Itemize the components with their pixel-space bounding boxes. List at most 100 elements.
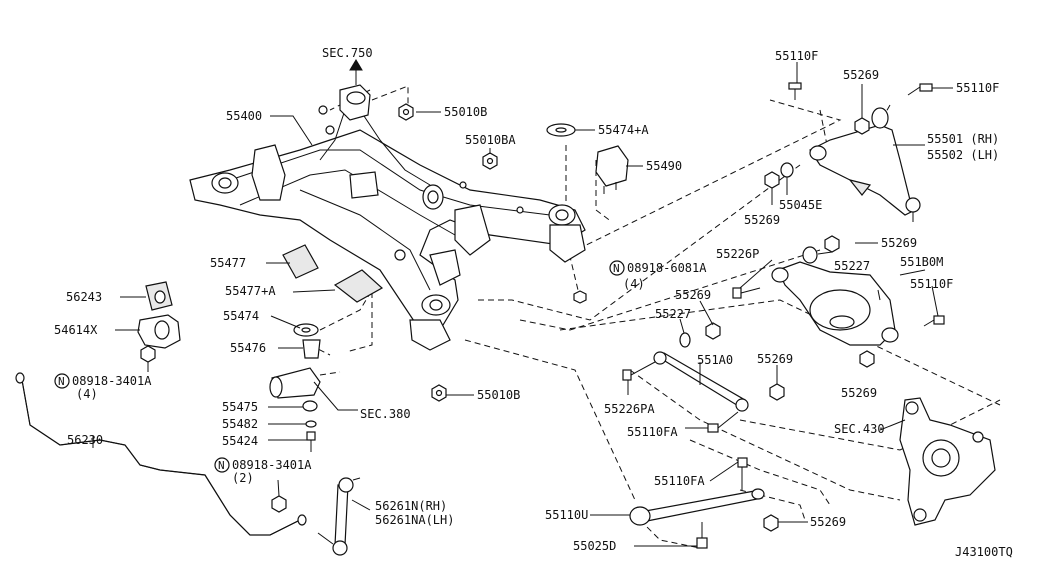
label-55110f-top2: 55110F — [956, 81, 999, 95]
label-551b0m: 551B0M — [900, 255, 943, 269]
label-55110u: 55110U — [545, 508, 588, 522]
label-55269-g: 55269 — [810, 515, 846, 529]
label-55482: 55482 — [222, 417, 258, 431]
lower-arm-551b0m — [771, 246, 899, 346]
label-55110f-right: 55110F — [910, 277, 953, 291]
label-55010b-top: 55010B — [444, 105, 487, 119]
stabilizer-link-56261n — [317, 477, 361, 556]
bushing-56243 — [145, 281, 173, 311]
bolt-55226p — [732, 287, 761, 299]
nut-08918-3401a-left — [140, 345, 156, 363]
label-55269-e: 55269 — [841, 386, 877, 400]
label-55269-c: 55269 — [881, 236, 917, 250]
label-55490: 55490 — [646, 159, 682, 173]
label-56230: 56230 — [67, 433, 103, 447]
label-08918-3401a-left: 08918-3401A — [72, 374, 152, 388]
label-55227-a: 55227 — [834, 259, 870, 273]
label-55010ba: 55010BA — [465, 133, 516, 147]
nut-55010ba — [482, 152, 498, 170]
washer-55482 — [305, 420, 317, 428]
label-55474a: 55474+A — [598, 123, 649, 137]
label-56261na: 56261NA(LH) — [375, 513, 454, 527]
label-55227-b: 55227 — [655, 307, 691, 321]
label-08918-3401a-mid: 08918-3401A — [232, 458, 312, 472]
label-55269-top: 55269 — [843, 68, 879, 82]
nut-08918-6081a — [573, 290, 587, 304]
label-55501: 55501 (RH) — [927, 132, 999, 146]
link-55110u — [629, 488, 765, 526]
label-56261n: 56261N(RH) — [375, 499, 447, 513]
bolt-55424 — [306, 431, 316, 452]
label-55025d: 55025D — [573, 539, 616, 553]
label-55045e: 55045E — [779, 198, 822, 212]
link-551a0 — [653, 351, 749, 412]
bolt-marker-letter: N — [218, 459, 225, 472]
washer-55227-b — [679, 332, 691, 348]
label-55424: 55424 — [222, 434, 258, 448]
label-54614x: 54614X — [54, 323, 98, 337]
bolt-55226pa — [622, 361, 656, 381]
label-55269-f: 55269 — [757, 352, 793, 366]
bolt-55025d — [696, 522, 708, 549]
nut-55269-e — [859, 350, 875, 368]
diagram-id: J43100TQ — [955, 545, 1013, 559]
label-55477a: 55477+A — [225, 284, 276, 298]
label-55502: 55502 (LH) — [927, 148, 999, 162]
bolt-marker-08918-3401a-mid: N — [214, 457, 230, 473]
label-55110fa-a: 55110FA — [627, 425, 678, 439]
label-55226pa: 55226PA — [604, 402, 655, 416]
label-sec750: SEC.750 — [322, 46, 373, 60]
washer-55475 — [302, 400, 318, 412]
nut-55269-c — [824, 235, 840, 253]
bolt-marker-08918-6081a: N — [609, 260, 625, 276]
bushing-55490 — [595, 145, 629, 194]
clamp-54614x — [137, 314, 181, 349]
label-55110f-top1: 55110F — [775, 49, 818, 63]
label-08918-6081a-qty: (4) — [623, 277, 645, 291]
nut-08918-3401a-mid — [271, 495, 287, 513]
bushing-55476 — [302, 339, 321, 359]
label-55477: 55477 — [210, 256, 246, 270]
washer-55474 — [293, 323, 319, 337]
label-sec380: SEC.380 — [360, 407, 411, 421]
label-55269-b: 55269 — [744, 213, 780, 227]
label-55226p: 55226P — [716, 247, 759, 261]
label-55269-d: 55269 — [675, 288, 711, 302]
nut-55269-f — [769, 383, 785, 401]
nut-55010b-top — [398, 103, 414, 121]
washer-55474a — [546, 123, 576, 137]
label-55476: 55476 — [230, 341, 266, 355]
bracket-55477 — [282, 244, 384, 303]
rear-suspension-subframe — [189, 84, 586, 351]
bolt-55110f-top1 — [788, 82, 802, 100]
bolt-marker-08918-3401a-left: N — [54, 373, 70, 389]
label-08918-6081a: 08918-6081A — [627, 261, 707, 275]
label-55110fa-b: 55110FA — [654, 474, 705, 488]
nut-55010b-bottom — [431, 384, 447, 402]
bolt-55110fa-a — [707, 411, 739, 433]
label-56243: 56243 — [66, 290, 102, 304]
sec750-arrow — [349, 59, 363, 85]
bolt-55110f-top2 — [907, 83, 933, 96]
part-labels: SEC.750 55400 55010B 55010BA 55474+A 554… — [54, 46, 1013, 559]
bolt-marker-letter: N — [613, 262, 620, 275]
label-sec430: SEC.430 — [834, 422, 885, 436]
label-08918-3401a-mid-qty: (2) — [232, 471, 254, 485]
label-55474: 55474 — [223, 309, 259, 323]
label-55010b-bottom: 55010B — [477, 388, 520, 402]
leader-lines — [92, 62, 953, 547]
washer-55045e — [780, 162, 794, 178]
nut-55269-d — [705, 322, 721, 340]
stabilizer-bar-56230 — [15, 372, 307, 536]
label-55400: 55400 — [226, 109, 262, 123]
bolt-55110fa-b — [737, 457, 748, 490]
nut-55269-top — [854, 117, 870, 135]
knuckle-sec430 — [899, 397, 996, 526]
label-08918-3401a-left-qty: (4) — [76, 387, 98, 401]
sleeve-sec380 — [269, 367, 321, 399]
nut-55269-g — [763, 514, 779, 532]
bolt-marker-letter: N — [58, 375, 65, 388]
label-551a0: 551A0 — [697, 353, 733, 367]
